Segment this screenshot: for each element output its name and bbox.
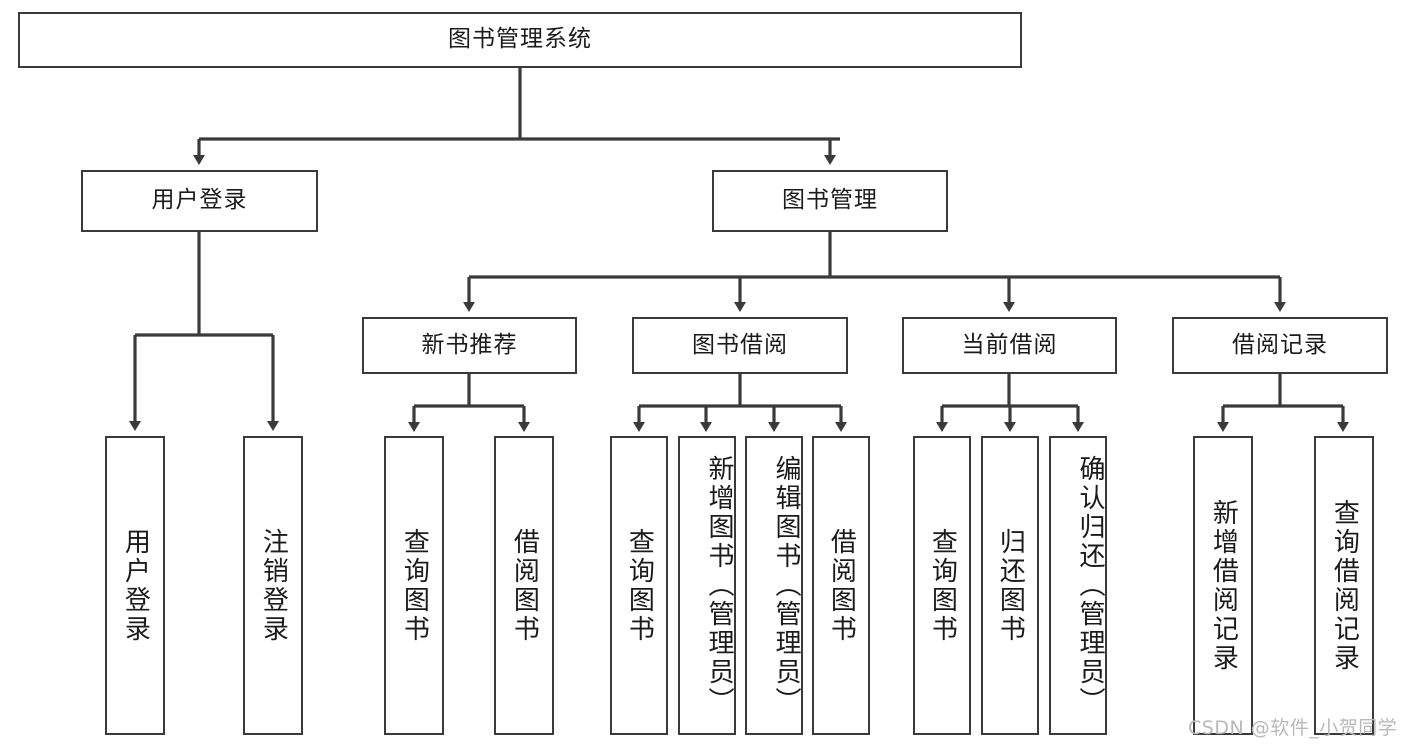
leaf-book-borrow-borrow-book[interactable]: 借阅图书 — [812, 436, 870, 735]
node-root-system[interactable]: 图书管理系统 — [18, 12, 1022, 68]
leaf-book-borrow-edit-book-admin[interactable]: 编辑图书（管理员） — [745, 436, 803, 735]
node-book-borrow[interactable]: 图书借阅 — [632, 317, 848, 374]
leaf-user-login-signin[interactable]: 用户登录 — [105, 436, 165, 735]
leaf-book-borrow-query-book[interactable]: 查询图书 — [610, 436, 668, 735]
node-user-login[interactable]: 用户登录 — [81, 170, 318, 232]
node-book-management[interactable]: 图书管理 — [712, 170, 948, 232]
node-new-book-recommend[interactable]: 新书推荐 — [362, 317, 577, 374]
leaf-current-borrow-return-book[interactable]: 归还图书 — [981, 436, 1039, 735]
leaf-current-borrow-query-book[interactable]: 查询图书 — [913, 436, 971, 735]
leaf-borrow-record-add-record[interactable]: 新增借阅记录 — [1193, 436, 1253, 735]
node-current-borrow[interactable]: 当前借阅 — [902, 317, 1117, 374]
leaf-borrow-record-query-record[interactable]: 查询借阅记录 — [1314, 436, 1374, 735]
leaf-book-borrow-add-book-admin[interactable]: 新增图书（管理员） — [678, 436, 736, 735]
node-borrow-record[interactable]: 借阅记录 — [1172, 317, 1388, 374]
leaf-user-login-signout[interactable]: 注销登录 — [243, 436, 303, 735]
leaf-new-books-query-book[interactable]: 查询图书 — [384, 436, 444, 735]
leaf-current-borrow-confirm-return-admin[interactable]: 确认归还（管理员） — [1049, 436, 1107, 735]
leaf-new-books-borrow-book[interactable]: 借阅图书 — [494, 436, 554, 735]
